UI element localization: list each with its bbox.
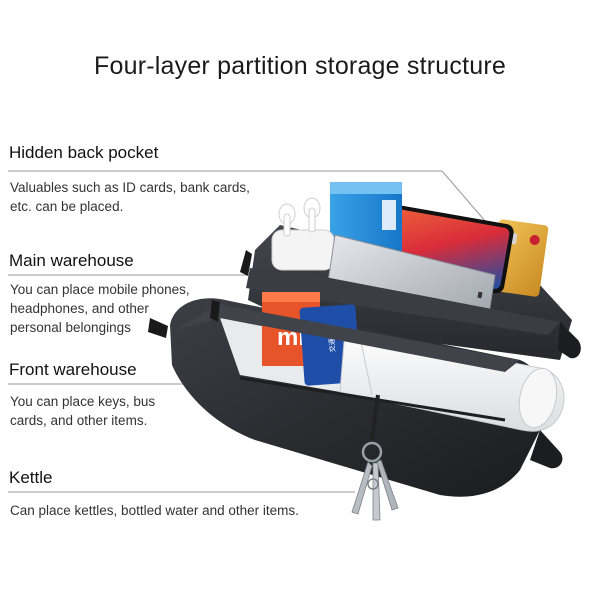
zipper-puller [210, 300, 220, 322]
feature-title-hidden-back-pocket: Hidden back pocket [9, 143, 159, 162]
earbuds-case-icon [271, 197, 335, 271]
blue-box-icon [330, 182, 402, 254]
feature-description-main-warehouse: You can place mobile phones, headphones,… [10, 280, 190, 337]
feature-title-kettle: Kettle [9, 468, 53, 487]
key-ring-icon [351, 394, 399, 521]
main-compartment-zipper-edge [246, 268, 560, 335]
description-line: cards, and other items. [10, 413, 148, 428]
feature-description-hidden-back-pocket: Valuables such as ID cards, bank cards, … [10, 178, 250, 216]
page-title: Four-layer partition storage structure [94, 52, 506, 80]
leader-line-back-pocket-diagonal [441, 170, 493, 230]
description-line: You can place mobile phones, [10, 282, 190, 297]
feature-title-main-warehouse: Main warehouse [9, 251, 134, 270]
feature-description-kettle: Can place kettles, bottled water and oth… [10, 501, 299, 520]
description-line: etc. can be placed. [10, 199, 124, 214]
description-line: personal belongings [10, 320, 131, 335]
description-line: Can place kettles, bottled water and oth… [10, 503, 299, 518]
front-zipper-line [239, 376, 506, 422]
zipper-puller [240, 250, 252, 276]
feature-description-front-warehouse: You can place keys, bus cards, and other… [10, 392, 155, 430]
description-line: You can place keys, bus [10, 394, 156, 409]
front-compartment-zipper-edge [175, 304, 520, 372]
bag-strap-end [530, 430, 563, 469]
feature-title-front-warehouse: Front warehouse [9, 360, 137, 379]
description-line: Valuables such as ID cards, bank cards, [10, 180, 250, 195]
zipper-puller [148, 318, 168, 338]
bag-rear-strap-end [558, 322, 581, 359]
description-line: headphones, and other [10, 301, 149, 316]
water-bottle-icon [339, 329, 565, 432]
